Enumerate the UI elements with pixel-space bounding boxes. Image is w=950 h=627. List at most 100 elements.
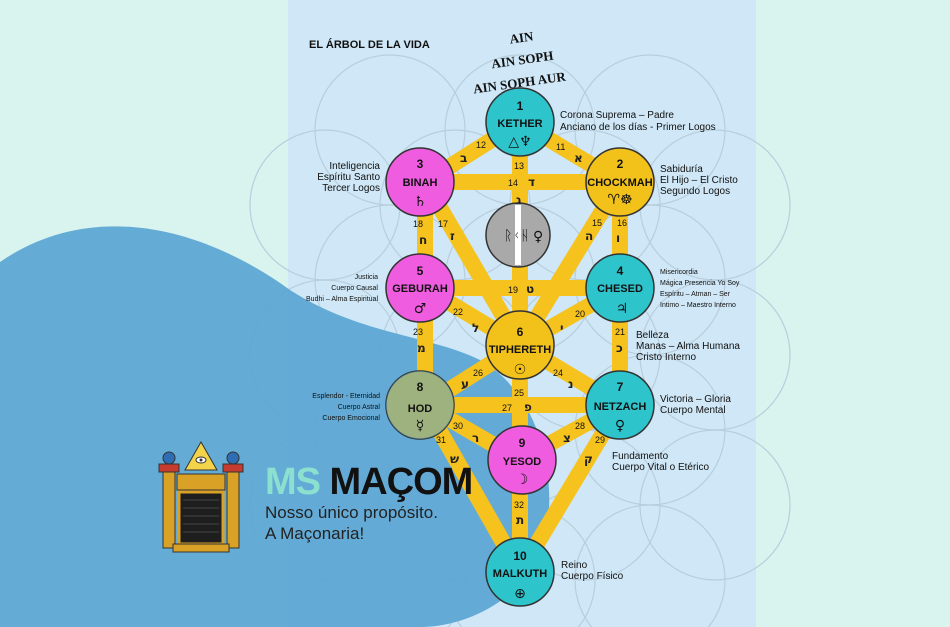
path-number: 25 (514, 388, 524, 398)
desc-malkuth: Reino (561, 560, 588, 571)
sephira-name: MALKUTH (493, 568, 547, 580)
path-number: 27 (502, 403, 512, 413)
path-number: 17 (438, 219, 448, 229)
hebrew-letters: א ב ג ד ה ו ז ח ט י כ ל מ נ ס ע פ צ ק ר … (417, 151, 623, 527)
desc-yesod: Fundamento (612, 451, 669, 462)
hebrew-letter: כ (616, 341, 623, 355)
hebrew-letter: נ (568, 377, 573, 391)
hebrew-letter: ב (460, 151, 467, 165)
desc-chockmah: Segundo Logos (660, 186, 730, 197)
desc-netzach: Victoria – Gloria (660, 394, 731, 405)
sephira-glyph: ♀ (615, 418, 625, 434)
desc-netzach: Cuerpo Mental (660, 405, 726, 416)
masonic-logo (155, 440, 247, 555)
path-number: 32 (514, 500, 524, 510)
sphere-yesod (487, 425, 557, 495)
path-number: 21 (615, 327, 625, 337)
brand-block: MS MAÇOM Nosso único propósito. A Maçona… (265, 462, 525, 544)
desc-hod: Cuerpo Astral (338, 404, 381, 411)
hebrew-letter: פ (524, 400, 532, 414)
path-number: 16 (617, 218, 627, 228)
hebrew-letter: ח (419, 233, 427, 247)
sphere-tiphereth (485, 310, 555, 380)
path-number: 14 (508, 178, 518, 188)
path-number: 30 (453, 421, 463, 431)
sephira-labels: 1 KETHER △♆ 2 CHOCKMAH ♈☸ 3 BINAH ♄ 4 CH… (392, 99, 653, 602)
sephira-name: KETHER (497, 118, 542, 130)
sephira-name: NETZACH (594, 401, 647, 413)
hebrew-letter: ק (584, 452, 593, 466)
sephira-name: TIPHERETH (489, 344, 551, 356)
daath-glyph: ♀ (533, 229, 543, 245)
sphere-malkuth (485, 537, 555, 607)
desc-chockmah: Sabiduría (660, 164, 703, 175)
sephira-name: BINAH (403, 177, 438, 189)
sphere-binah (385, 147, 455, 217)
path-number: 23 (413, 327, 423, 337)
temple-emblem-icon (158, 440, 244, 553)
desc-chesed: Intimo – Maestro Interno (660, 302, 736, 309)
desc-binah: Inteligencia (329, 161, 380, 172)
hebrew-letter: ר (472, 431, 479, 445)
desc-tiphereth: Manas – Alma Humana (636, 341, 740, 352)
ain-line: AIN SOPH (490, 48, 554, 72)
path-number: 22 (453, 307, 463, 317)
sephira-name: YESOD (503, 456, 542, 468)
descriptions: Corona Suprema – Padre Anciano de los dí… (306, 110, 740, 582)
daath-letters: ᚱᚲᚺ (504, 228, 529, 244)
hebrew-letter: ע (461, 377, 469, 391)
sephira-number: 8 (417, 380, 424, 394)
sephira-glyph: ☿ (416, 418, 425, 434)
desc-chesed: Espíritu – Atman – Ser (660, 291, 731, 298)
sephira-name: HOD (408, 403, 433, 415)
path-number: 31 (436, 435, 446, 445)
sephira-glyph: ♄ (414, 194, 427, 210)
sphere-chesed (585, 253, 655, 323)
sephira-number: 1 (517, 99, 524, 113)
path-number: 28 (575, 421, 585, 431)
sphere-geburah (385, 253, 455, 323)
sephira-glyph: ♃ (616, 301, 629, 317)
diagram-title: EL ÁRBOL DE LA VIDA (309, 38, 430, 51)
desc-geburah: Justicia (355, 274, 378, 281)
sephira-number: 6 (517, 325, 524, 339)
path-number: 26 (473, 368, 483, 378)
sphere-chockmah (585, 147, 655, 217)
hebrew-letter: ט (526, 282, 534, 296)
desc-yesod: Cuerpo Vital o Etérico (612, 462, 710, 473)
hebrew-letter: מ (417, 341, 426, 355)
sephira-glyph: △♆ (508, 134, 531, 150)
sephira-glyph: ⊕ (514, 586, 526, 602)
desc-hod: Esplendor - Eternidad (312, 393, 380, 400)
path-number: 11 (556, 142, 565, 152)
brand-name: MS MAÇOM (265, 462, 525, 502)
path-number: 13 (514, 161, 524, 171)
sephira-name: CHESED (597, 283, 643, 295)
desc-binah: Tercer Logos (322, 183, 380, 194)
desc-chockmah: El Hijo – El Cristo (660, 175, 738, 186)
brand-tagline: A Maçonaria! (265, 524, 365, 543)
ain-line: AIN (509, 28, 535, 46)
sephira-number: 3 (417, 157, 424, 171)
hebrew-letter: ג (516, 193, 522, 207)
brand-macom: MAÇOM (320, 461, 474, 503)
path-number: 19 (508, 285, 518, 295)
desc-malkuth: Cuerpo Físico (561, 571, 624, 582)
desc-kether: Corona Suprema – Padre (560, 110, 674, 121)
desc-geburah: Cuerpo Causal (331, 285, 378, 292)
hebrew-letter: ה (585, 229, 593, 243)
path-number: 20 (575, 309, 585, 319)
hebrew-letter: א (574, 151, 583, 165)
desc-binah: Espíritu Santo (317, 172, 380, 183)
daath-sphere: ᚱᚲᚺ ♀ (485, 202, 551, 268)
sephira-number: 10 (513, 549, 527, 563)
sphere-netzach (585, 370, 655, 440)
hebrew-letter: ת (516, 513, 524, 527)
wave-overlay (386, 371, 454, 439)
hebrew-letter: ש (450, 452, 459, 466)
sephira-name: CHOCKMAH (587, 177, 652, 189)
desc-kether: Anciano de los días - Primer Logos (560, 122, 716, 133)
hebrew-letter: צ (563, 431, 571, 445)
